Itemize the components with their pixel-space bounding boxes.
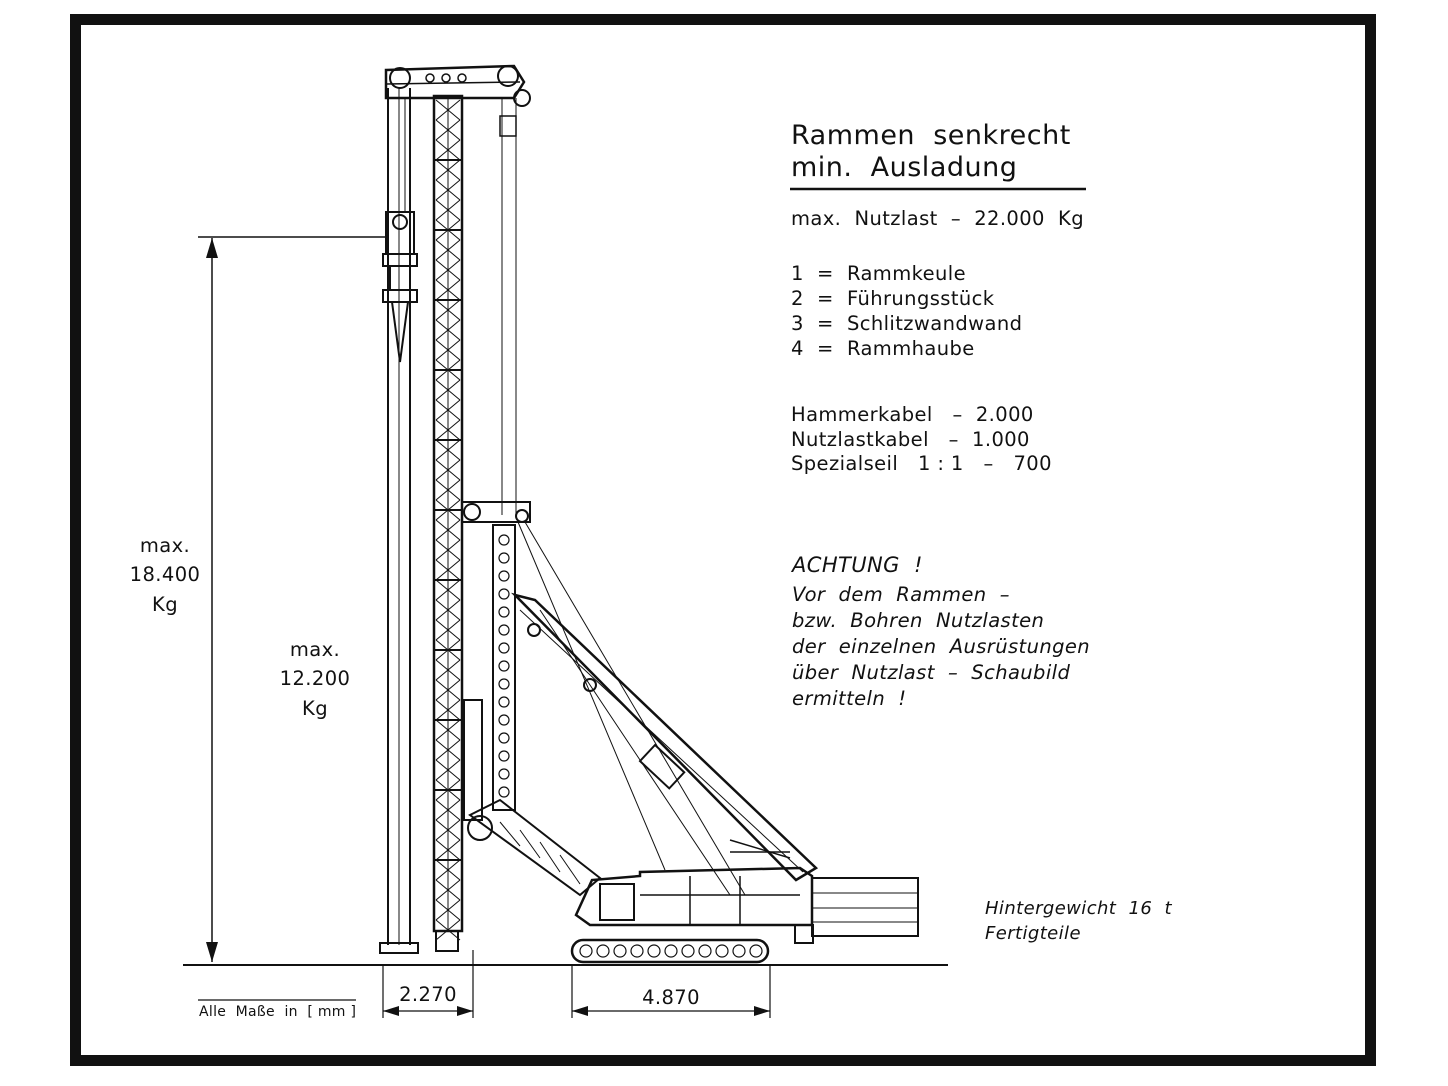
units-note: Alle Maße in [ mm ]	[199, 1004, 357, 1020]
legend-item: 2 = Führungsstück	[791, 287, 995, 310]
cable-item: Hammerkabel – 2.000	[791, 403, 1034, 426]
dimension-4870	[571, 965, 771, 1018]
title-line-1: Rammen senkrecht	[791, 120, 1071, 151]
dimension-2270	[382, 950, 474, 1018]
load-left-line-2: 18.400	[129, 563, 201, 586]
title-line-2: min. Ausladung	[791, 152, 1018, 183]
stay-cables	[517, 521, 746, 896]
load-left-line-1: max.	[139, 534, 191, 557]
cable-item: Spezialseil 1 : 1 – 700	[791, 452, 1052, 475]
dimension-2270-label: 2.270	[399, 983, 457, 1006]
height-dimension-line	[198, 236, 388, 962]
drawing-frame	[70, 14, 1376, 1066]
load-mid-line-2: 12.200	[279, 667, 351, 690]
mast-head	[384, 64, 531, 137]
crawler-track	[570, 938, 770, 964]
counterweight-line-1: Hintergewicht 16 t	[985, 898, 1172, 919]
pile-tube	[379, 88, 419, 954]
cable-item: Nutzlastkabel – 1.000	[791, 428, 1030, 451]
dimension-4870-label: 4.870	[642, 986, 700, 1009]
legend-item: 3 = Schlitzwandwand	[791, 312, 1023, 335]
main-boom	[510, 592, 819, 882]
counterweight-line-2: Fertigteile	[985, 923, 1081, 944]
legend-item: 4 = Rammhaube	[791, 337, 975, 360]
load-left-line-3: Kg	[152, 593, 178, 616]
load-mid-line-3: Kg	[302, 697, 328, 720]
legend-item: 1 = Rammkeule	[791, 262, 966, 285]
ram-hammer	[382, 211, 418, 363]
warning-heading: ACHTUNG !	[792, 553, 923, 577]
warning-line: ermitteln !	[792, 687, 907, 710]
warning-line: Vor dem Rammen –	[792, 583, 1010, 606]
load-mid-line-1: max.	[289, 638, 341, 661]
warning-line: über Nutzlast – Schaubild	[792, 661, 1071, 684]
leader-mast	[432, 94, 464, 952]
support-tower	[461, 501, 531, 821]
warning-line: der einzelnen Ausrüstungen	[792, 635, 1091, 658]
payload-text: max. Nutzlast – 22.000 Kg	[791, 207, 1085, 230]
carrier-body	[574, 839, 919, 944]
lower-arm	[467, 798, 602, 897]
hoist-cables	[404, 98, 517, 515]
warning-line: bzw. Bohren Nutzlasten	[792, 609, 1045, 632]
